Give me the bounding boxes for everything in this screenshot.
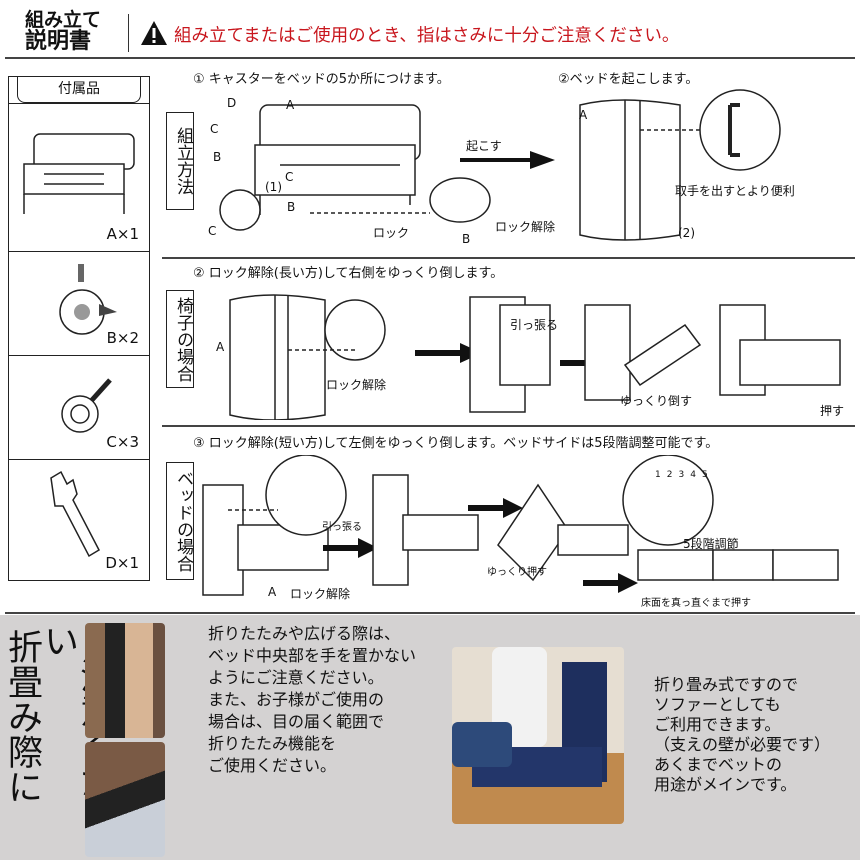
step2-instruction: ② ロック解除(長い方)して右側をゆっくり倒します。 xyxy=(193,266,504,281)
label-slow-tilt: ゆっくり倒す xyxy=(620,394,693,408)
label-a: A xyxy=(579,108,588,122)
caution-text: 折りたたみや広げる際は、ベッド中央部を手を置かないようにご注意ください。また、お… xyxy=(208,624,417,775)
accessory-label: B×2 xyxy=(106,329,139,347)
photo-hand-folding xyxy=(85,623,165,738)
accessory-label: C×3 xyxy=(106,433,139,451)
side-label-bed: ベッドの場合 xyxy=(166,462,194,580)
arrow-right-icon xyxy=(460,151,555,169)
label-a: A xyxy=(268,585,277,599)
label-a: A xyxy=(286,98,295,112)
label-adjust: 5段階調節 xyxy=(683,537,739,551)
label-unlock: ロック解除 xyxy=(495,220,556,234)
caution-title: 折畳み際に xyxy=(2,629,42,804)
manual-title: 組み立て説明書 xyxy=(25,9,102,54)
label-c: C xyxy=(208,224,217,238)
label-lock: ロック xyxy=(373,226,410,240)
label-c: C xyxy=(285,170,294,184)
label-b: B xyxy=(213,150,222,164)
side-label-chair: 椅子の場合 xyxy=(166,290,194,388)
label-b: B xyxy=(462,232,471,246)
label-push: 押す xyxy=(820,404,845,418)
photo-folding-frame xyxy=(85,742,165,857)
label-c: C xyxy=(210,122,219,136)
accessory-item-b: B×2 xyxy=(9,251,149,355)
step2-raise-instruction: ②ベッドを起こします。 xyxy=(558,72,699,87)
section-divider xyxy=(5,612,855,614)
side-label-assembly: 組立方法 xyxy=(166,112,194,210)
accessory-item-c: C×3 xyxy=(9,355,149,459)
section-divider xyxy=(162,257,855,259)
title-divider xyxy=(128,14,129,52)
folding-bed-icon xyxy=(23,133,135,214)
section-divider xyxy=(162,425,855,427)
caster-assembly-illustration xyxy=(219,104,491,231)
raised-bed-illustration xyxy=(579,89,781,241)
label-push-flat: 床面を真っ直ぐまで押す xyxy=(641,598,751,609)
label-step-1: (1) xyxy=(265,180,282,194)
label-d: D xyxy=(227,96,237,110)
label-a: A xyxy=(216,340,225,354)
step1-instruction: ① キャスターをベッドの5か所につけます。 xyxy=(193,72,450,87)
header-divider xyxy=(5,57,855,59)
label-pull: 引っ張る xyxy=(322,522,362,533)
bed-mode-illustration xyxy=(202,455,839,596)
photo-sofa-use xyxy=(452,647,624,824)
accessories-panel: 付属品 A×1 B×2 C×3 D×1 xyxy=(8,76,150,581)
accessory-item-d: D×1 xyxy=(9,459,149,580)
sofa-text: 折り畳み式ですのでソファーとしてもご利用できます。（支えの壁が必要です）あくまで… xyxy=(654,675,831,794)
chair-mode-illustration xyxy=(229,294,841,420)
label-pull: 引っ張る xyxy=(510,318,559,332)
accessory-label: D×1 xyxy=(105,554,139,572)
label-step-2: (2) xyxy=(678,226,695,240)
accessory-label: A×1 xyxy=(106,225,139,243)
label-unlock: ロック解除 xyxy=(290,587,351,601)
label-raise: 起こす xyxy=(466,139,502,153)
label-b: B xyxy=(287,200,296,214)
step3-instruction: ③ ロック解除(短い方)して左側をゆっくり倒します。ベッドサイドは5段階調整可能… xyxy=(193,436,719,451)
wrench-icon xyxy=(50,470,100,558)
accessories-title: 付属品 xyxy=(17,77,141,103)
ring-bolt-icon xyxy=(61,378,112,433)
label-unlock: ロック解除 xyxy=(326,378,387,392)
caster-wheel-icon xyxy=(59,264,117,335)
warning-text: 組み立てまたはご使用のとき、指はさみに十分ご注意ください。 xyxy=(174,26,680,46)
adjust-levels: 12345 xyxy=(655,470,714,480)
caution-panel: 折畳み際に ご注意ください 折りたたみや広げる際は、ベッド中央部を手を置かないよ… xyxy=(0,615,860,860)
accessory-item-a: A×1 xyxy=(9,103,149,251)
warning-triangle-icon xyxy=(141,21,167,45)
label-slow-push: ゆっくり押す xyxy=(487,567,547,578)
label-handle-tip: 取手を出すとより便利 xyxy=(675,184,795,198)
